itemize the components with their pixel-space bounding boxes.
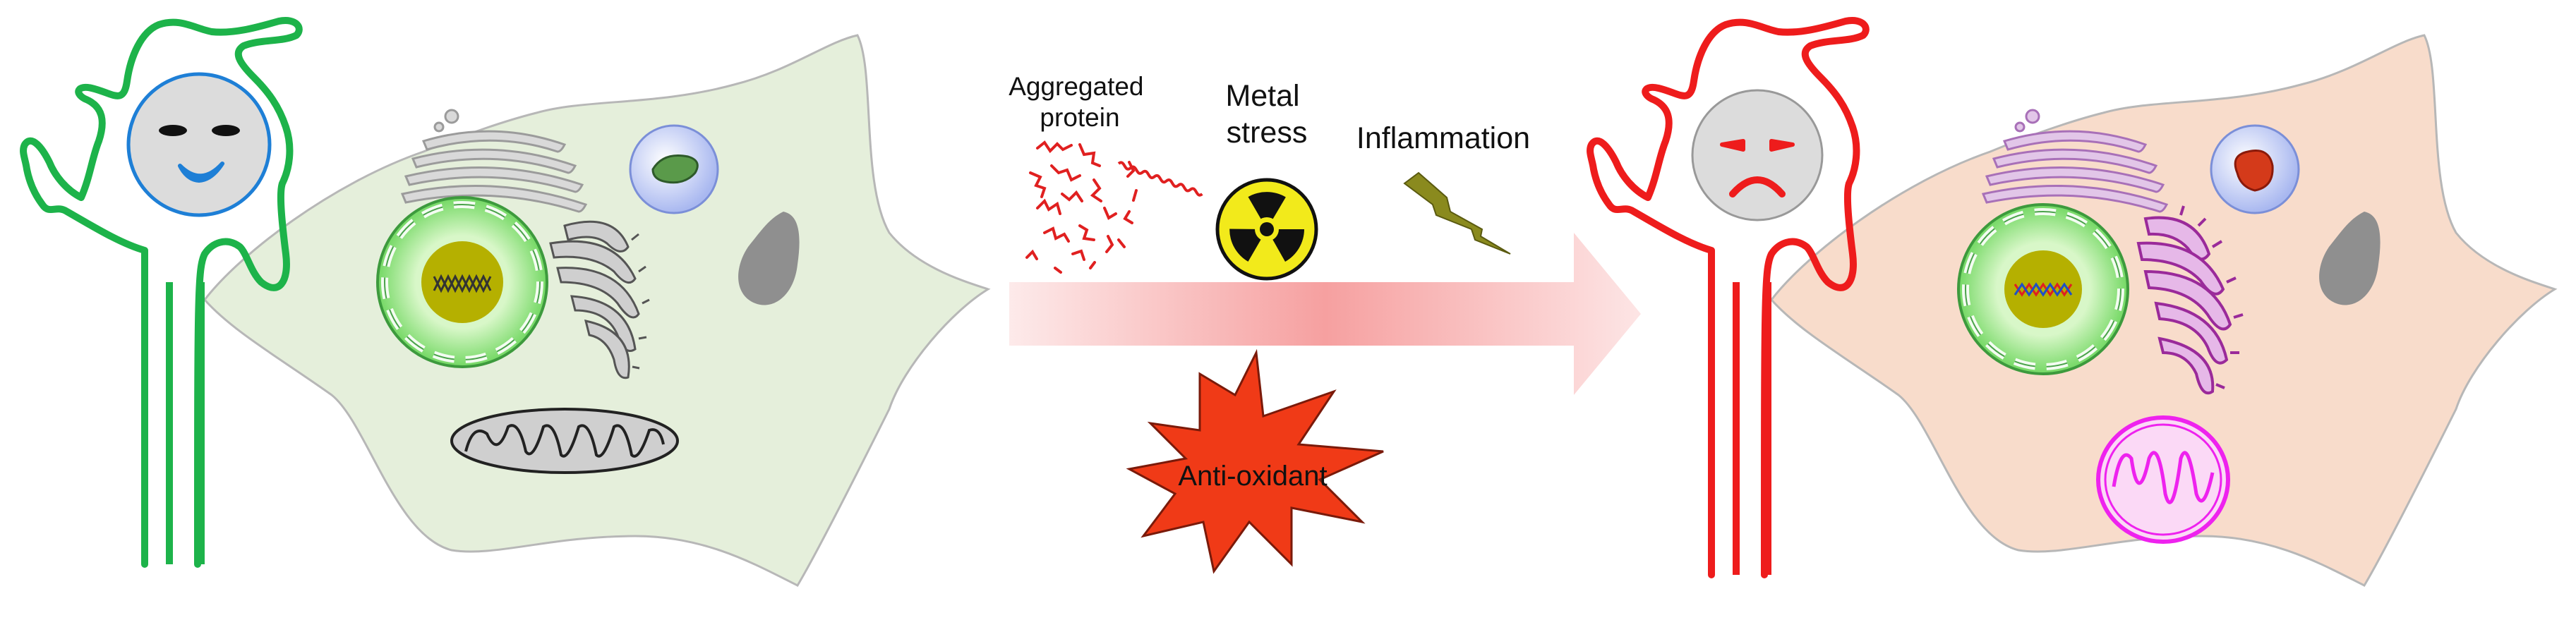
stressed-droplet [2319, 212, 2381, 305]
healthy-droplet [738, 212, 800, 305]
healthy-neuron [20, 17, 303, 568]
aggregated-protein-helix-icon [1117, 161, 1203, 197]
anti-oxidant-starburst: Anti-oxidant [1126, 348, 1384, 574]
radiation-hazard-icon [1215, 178, 1318, 281]
stressed-golgi [1981, 109, 2169, 213]
stressed-endoplasmic-reticulum [2136, 216, 2232, 395]
sad-face-icon [1691, 89, 1824, 221]
inflammation-label: Inflammation [1356, 121, 1530, 155]
healthy-nucleus [376, 196, 548, 368]
starburst-icon [1126, 348, 1384, 574]
anti-oxidant-label: Anti-oxidant [1178, 461, 1327, 492]
metal-stress-label: Metal stress [1225, 79, 1308, 150]
stressed-vesicle [2210, 124, 2300, 214]
progression-arrow [1009, 233, 1641, 395]
lightning-bolt-icon [1403, 171, 1511, 255]
damaged-dna-icon [2014, 282, 2073, 297]
stressed-mitochondrion [2096, 415, 2230, 544]
ribosome-dots [631, 233, 650, 370]
stressed-ribosomes [2179, 205, 2244, 389]
dna-icon [433, 274, 492, 293]
stressed-nucleus [1957, 203, 2129, 375]
healthy-vesicle [629, 124, 719, 214]
aggregated-protein-icon [1025, 140, 1138, 274]
healthy-golgi [400, 109, 588, 213]
healthy-endoplasmic-reticulum [549, 220, 640, 379]
stressed-neuron [1587, 17, 1870, 578]
aggregated-protein-label: Aggregated protein [1009, 72, 1151, 132]
happy-face-icon [126, 72, 272, 217]
healthy-mitochondrion [450, 408, 679, 474]
